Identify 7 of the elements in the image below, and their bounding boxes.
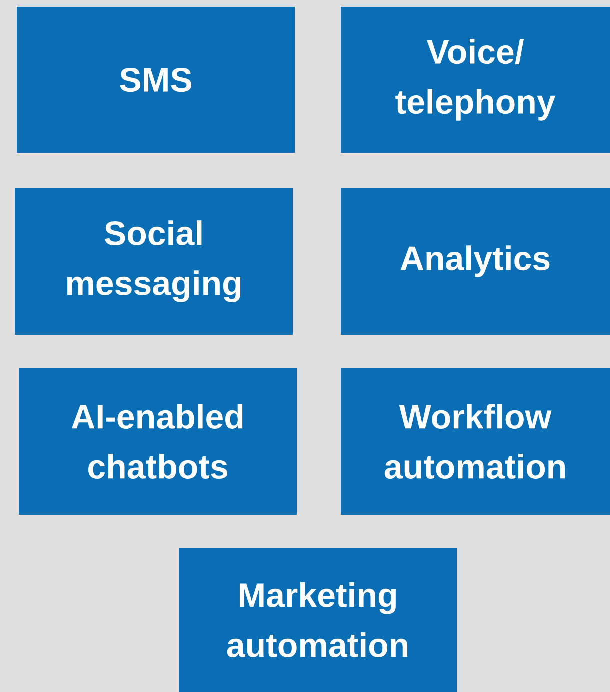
service-box: Voice/ telephony: [341, 7, 610, 153]
service-box: Workflow automation: [341, 368, 610, 515]
service-box: Analytics: [341, 188, 610, 335]
service-box: SMS: [17, 7, 295, 153]
service-box: Social messaging: [15, 188, 293, 335]
service-box: Marketing automation: [179, 548, 457, 692]
service-box: AI-enabled chatbots: [19, 368, 297, 515]
